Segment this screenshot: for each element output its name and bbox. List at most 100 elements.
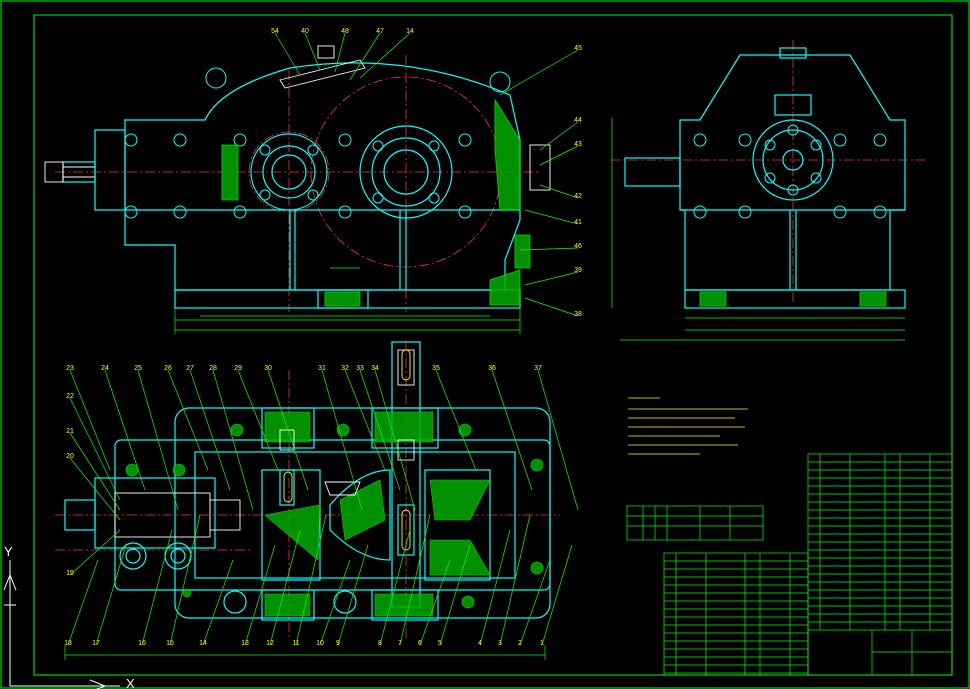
part-number-label: 3 (498, 640, 502, 647)
part-number-label: 37 (534, 365, 542, 372)
leader-line (524, 271, 579, 286)
leader-line (519, 559, 551, 646)
part-number-label: 35 (432, 365, 440, 372)
part-number-label: 40 (301, 28, 309, 35)
top-hatch (125, 411, 544, 617)
part-number-label: 48 (341, 28, 349, 35)
leader-line (337, 544, 369, 646)
leader-line (69, 457, 121, 521)
part-number-label: 32 (341, 365, 349, 372)
part-number-label: 26 (164, 365, 172, 372)
leader-line (359, 32, 411, 79)
leader-line (69, 529, 121, 576)
part-number-label: 23 (66, 365, 74, 372)
part-number-label: 22 (66, 393, 74, 400)
part-number-label: 7 (398, 640, 402, 647)
leader-line (202, 559, 234, 646)
part-number-label: 15 (166, 640, 174, 647)
part-number-label: 41 (574, 219, 582, 226)
part-number-label: 27 (186, 365, 194, 372)
part-number-label: 33 (356, 365, 364, 372)
part-number-label: 25 (134, 365, 142, 372)
ucs-icon (3, 560, 120, 689)
leader-line (169, 514, 201, 646)
leader-line (524, 297, 579, 317)
part-number-label: 4 (478, 640, 482, 647)
bill-of-materials (663, 453, 953, 676)
front-view (44, 45, 551, 334)
part-number-label: 12 (266, 640, 274, 647)
leader-line (537, 369, 579, 511)
leader-line (359, 369, 401, 491)
part-number-label: 54 (271, 28, 279, 35)
leader-line (67, 559, 99, 646)
part-number-label: 39 (574, 267, 582, 274)
side-dimensions (611, 118, 905, 341)
leader-line (539, 145, 579, 166)
leader-line (189, 369, 231, 491)
leader-line (295, 514, 327, 646)
specification-table (626, 505, 764, 541)
part-number-label: 13 (241, 640, 249, 647)
part-number-label: 24 (101, 365, 109, 372)
leader-line (321, 369, 363, 511)
leader-line (435, 369, 477, 471)
part-number-label: 42 (574, 193, 582, 200)
leader-line (541, 544, 573, 646)
leader-line (167, 369, 209, 471)
part-number-label: 5 (438, 640, 442, 647)
part-number-label: 36 (488, 365, 496, 372)
part-number-label: 8 (378, 640, 382, 647)
front-bearing-seats (250, 125, 453, 219)
balloon-leaders (67, 32, 579, 646)
part-number-label: 43 (574, 141, 582, 148)
leader-line (374, 369, 416, 511)
leader-line (237, 369, 279, 471)
leader-line (499, 49, 579, 96)
leader-line (439, 544, 471, 646)
part-number-label: 16 (138, 640, 146, 647)
part-number-label: 45 (574, 45, 582, 52)
ucs-y-label: Y (4, 544, 13, 559)
part-number-label: 10 (316, 640, 324, 647)
leader-line (399, 514, 431, 646)
part-number-label: 1 (540, 640, 544, 647)
top-gears (261, 469, 491, 581)
part-number-label: 29 (234, 365, 242, 372)
technical-requirements (628, 397, 748, 455)
part-number-label: 44 (574, 117, 582, 124)
side-centerlines (610, 40, 925, 305)
side-bolts (693, 124, 887, 219)
part-number-label: 34 (371, 365, 379, 372)
leader-line (274, 32, 301, 76)
leader-line (419, 559, 451, 646)
leader-line (334, 32, 346, 73)
leader-line (379, 529, 411, 646)
inner-frame (33, 14, 953, 676)
leader-line (479, 529, 511, 646)
leader-line (524, 209, 579, 225)
leader-line (137, 369, 179, 511)
part-number-label: 14 (199, 640, 207, 647)
top-shaft-parts (114, 349, 415, 538)
leader-line (349, 32, 381, 81)
leader-line (304, 32, 321, 71)
part-number-label: 14 (406, 28, 414, 35)
ucs-x-label: X (126, 676, 135, 689)
leader-line (499, 514, 531, 646)
leader-line (539, 121, 579, 151)
leader-line (344, 369, 386, 471)
front-dimensions (174, 267, 521, 334)
part-number-label: 20 (66, 453, 74, 460)
part-number-label: 30 (264, 365, 272, 372)
leader-line (69, 432, 121, 511)
leader-line (519, 247, 579, 251)
part-number-label: 11 (292, 640, 299, 647)
front-shaft-details (44, 45, 551, 191)
leader-line (95, 544, 127, 646)
part-number-label: 19 (66, 570, 74, 577)
top-view (55, 340, 560, 660)
